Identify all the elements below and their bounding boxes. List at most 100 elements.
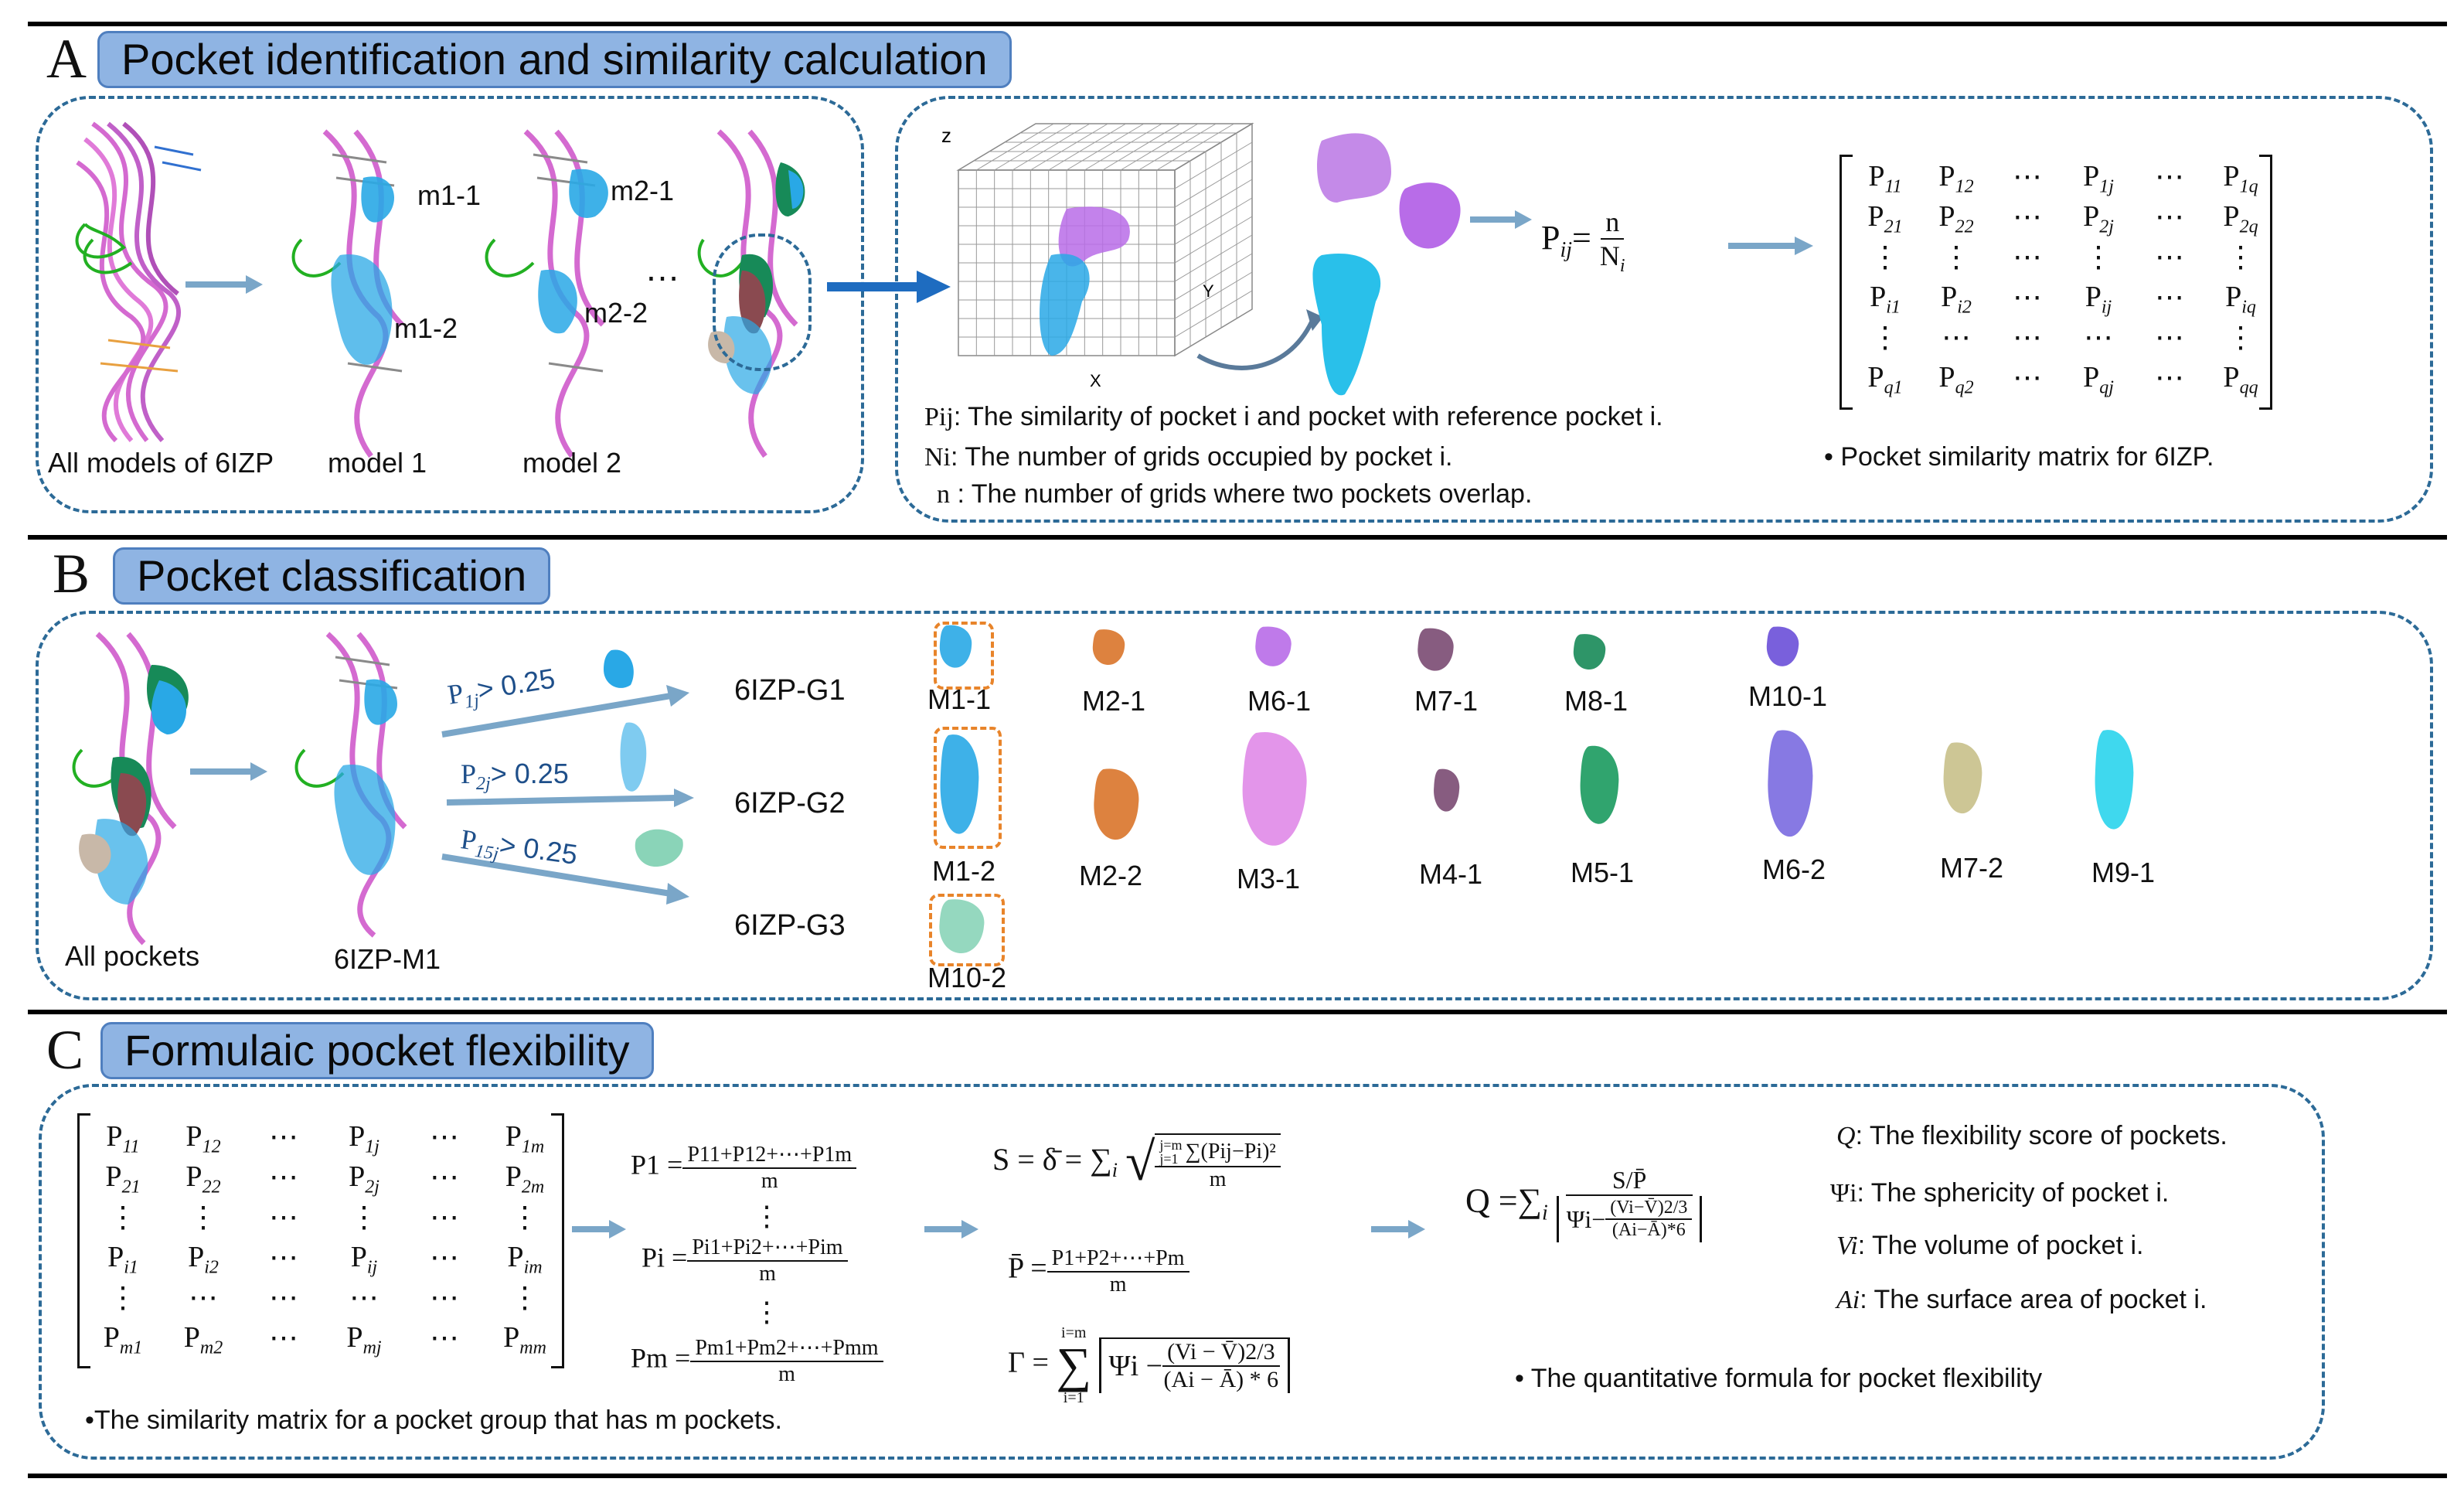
matrix-cell: P2j [349, 1160, 379, 1198]
arrow-a1-icon [185, 275, 263, 294]
matrix-cell: ⋮ [189, 1201, 218, 1234]
pocket-label-m1-2: M1-2 [932, 855, 996, 887]
pocket-label-m2-1: M2-1 [1082, 685, 1146, 717]
label-model-2: model 2 [522, 447, 622, 479]
matrix-cell: ⋯ [2155, 201, 2184, 233]
matrix-cell: ⋯ [349, 1282, 379, 1314]
vdots-1: ⋮ [753, 1201, 781, 1232]
matrix-cell: ⋮ [510, 1201, 539, 1234]
panel-a-grid-box [895, 96, 2433, 523]
matrix-cell: ⋯ [269, 1282, 298, 1314]
matrix-cell: P22 [1938, 200, 1974, 237]
rna-all-pockets-image [72, 632, 189, 946]
pocket-label-m7-2: M7-2 [1940, 852, 2004, 884]
matrix-cell: P1j [349, 1120, 379, 1157]
matrix-cell: P12 [1938, 160, 1974, 197]
pocket-m5-1-image [1580, 745, 1619, 824]
matrix-cell: ⋯ [269, 1242, 298, 1274]
matrix-cell: P21 [1867, 200, 1903, 237]
pocket-label-m2-2: M2-2 [1079, 860, 1143, 891]
pocket-blue-image [1312, 254, 1381, 396]
matrix-cell: ⋯ [2013, 281, 2042, 314]
panel-b-box [36, 611, 2433, 1000]
vdots-2: ⋮ [753, 1296, 781, 1327]
label-6izp-g3: 6IZP-G3 [734, 909, 846, 942]
threshold-label-2: P2j> 0.25 [461, 758, 569, 795]
matrix-cell: P2m [505, 1160, 545, 1198]
def-a: Ai: The surface area of pocket i. [1836, 1285, 2207, 1314]
def-v: Vi: The volume of pocket i. [1836, 1231, 2144, 1260]
matrix-cell: Pm2 [183, 1321, 223, 1358]
matrix-cell: ⋮ [1870, 322, 1900, 354]
arrow-c1-icon [572, 1220, 626, 1239]
label-m2-2: m2-2 [584, 297, 648, 329]
pocket-m2-1-image [1092, 629, 1125, 666]
pocket-label-m10-2: M10-2 [927, 962, 1007, 993]
threshold-arrow-2-icon [446, 789, 694, 807]
matrix-cell: Pmm [503, 1321, 546, 1358]
top-rule [28, 22, 2447, 26]
label-m2-1: m2-1 [611, 175, 675, 206]
matrix-cell: ⋯ [2013, 322, 2042, 354]
panel-c-box [39, 1084, 2325, 1460]
matrix-cell: ⋯ [430, 1121, 459, 1153]
matrix-cell: ⋯ [2155, 362, 2184, 394]
matrix-cell: P11 [1868, 160, 1902, 197]
matrix-cell: ⋯ [2155, 281, 2184, 314]
q-formula: Q =∑i S/P̄ Ψi− (Vi−V̄)2/3(Ai−Ā)*6 [1465, 1166, 1703, 1242]
matrix-cell: ⋯ [430, 1201, 459, 1234]
pocket-m2-2-image [1094, 768, 1139, 840]
matrix-cell: ⋯ [2084, 322, 2113, 354]
matrix-cell: Pq1 [1867, 361, 1903, 398]
label-6izp-m1: 6IZP-M1 [334, 943, 441, 975]
label-6izp-g1: 6IZP-G1 [734, 674, 846, 707]
arrow-b1-icon [190, 762, 267, 781]
matrix-cell: Pi1 [107, 1241, 138, 1278]
arrow-a3-icon [1728, 237, 1813, 255]
matrix-cell: ⋯ [430, 1161, 459, 1194]
matrix-cell: Pi2 [188, 1241, 219, 1278]
axis-x-label: X [1090, 371, 1101, 390]
matrix-cell: ⋮ [1870, 241, 1900, 274]
pocket-m9-1-image [2095, 730, 2134, 830]
bottom-rule [28, 1474, 2447, 1478]
arrow-a2-icon [1470, 210, 1532, 229]
pocket-m7-2-image [1943, 742, 1982, 814]
matrix-cell: P22 [185, 1160, 221, 1198]
pocket-m1-2-image [940, 734, 979, 834]
pocket-threshold-2-image [620, 722, 647, 792]
pocket-m4-1-image [1434, 768, 1460, 812]
panel-a-models-box [36, 96, 864, 513]
label-model-1: model 1 [328, 447, 427, 479]
panel-a-title: Pocket identification and similarity cal… [97, 31, 1012, 88]
label-all-pockets: All pockets [65, 940, 200, 972]
rna-6izp-m1-image [294, 632, 407, 938]
panel-c-title: Formulaic pocket flexibility [100, 1022, 654, 1079]
matrix-cell: ⋮ [1942, 241, 1971, 274]
pocket-label-m1-1: M1-1 [927, 683, 992, 715]
pocket-m6-1-image [1255, 626, 1292, 666]
matrix-cell: ⋯ [430, 1242, 459, 1274]
pocket-threshold-3-image [635, 829, 683, 867]
panel-b-letter: B [53, 543, 90, 605]
matrix-cell: ⋯ [269, 1322, 298, 1354]
def-q: Q: The flexibility score of pockets. [1836, 1121, 2227, 1150]
selection-box-g3 [929, 894, 1005, 966]
arrow-c2-icon [924, 1220, 978, 1239]
matrix-cell: Pi2 [1941, 281, 1972, 318]
matrix-cell: ⋯ [269, 1161, 298, 1194]
matrix-cell: ⋯ [1942, 322, 1971, 354]
matrix-cell: P2q [2223, 200, 2258, 237]
pocket-m3-1-image [1242, 731, 1307, 846]
selection-box-g1 [934, 622, 994, 690]
matrix-cell: Piq [2225, 281, 2256, 318]
panel-b-title: Pocket classification [113, 547, 551, 605]
matrix-cell: ⋯ [2013, 362, 2042, 394]
pocket-label-m6-1: M6-1 [1247, 685, 1312, 717]
pocket-purple-large-image [1317, 133, 1391, 203]
